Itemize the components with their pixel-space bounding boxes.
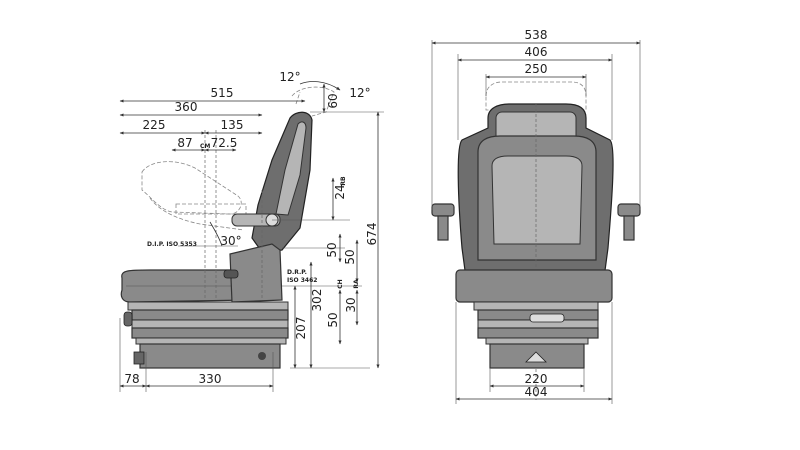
dim-135: 135	[221, 118, 244, 132]
dim-87: 87	[177, 136, 192, 150]
seat-frame-side	[223, 243, 283, 303]
tilted-seat-ghost	[141, 161, 247, 231]
label-ch: CH	[337, 279, 344, 288]
side-view: 515 360 225 135 87 CM 72.5 12° 12° 60 30…	[119, 70, 384, 392]
dim-220: 220	[525, 372, 548, 386]
dim-72-5: 72.5	[211, 136, 238, 150]
dim-50-mid: 50	[343, 249, 357, 264]
label-drp-iso: ISO 3462	[287, 277, 317, 284]
label-dip: D.I.P. ISO 5353	[147, 241, 197, 248]
angle-12-right: 12°	[349, 86, 370, 100]
dim-78: 78	[124, 372, 139, 386]
dim-250: 250	[525, 62, 548, 76]
suspension-side	[123, 301, 289, 369]
seat-cushion-front	[455, 269, 613, 303]
angle-30: 30°	[220, 234, 241, 248]
dim-207: 207	[294, 317, 308, 340]
label-drp: D.R.P.	[287, 269, 307, 276]
dim-60: 60	[326, 93, 340, 108]
label-cm: CM	[200, 143, 210, 150]
dim-538: 538	[525, 28, 548, 42]
dim-225: 225	[143, 118, 166, 132]
dim-404: 404	[525, 385, 548, 399]
angle-12-left: 12°	[279, 70, 300, 84]
dim-302: 302	[310, 289, 324, 312]
dim-30: 30	[344, 297, 358, 312]
dim-360: 360	[175, 100, 198, 114]
label-rb: RB	[340, 176, 347, 186]
dim-330: 330	[199, 372, 222, 386]
backrest-front	[457, 103, 614, 400]
dim-515: 515	[211, 86, 234, 100]
dim-674: 674	[365, 223, 379, 246]
dim-50-lower: 50	[326, 312, 340, 327]
dim-50-upper: 50	[325, 242, 339, 257]
dim-24: 24	[333, 184, 347, 199]
dim-406: 406	[525, 45, 548, 59]
label-ra: RA	[353, 279, 360, 289]
suspension-front	[473, 301, 599, 369]
front-view: 538 406 250 220 404	[431, 28, 641, 404]
armrests-front	[431, 203, 641, 241]
